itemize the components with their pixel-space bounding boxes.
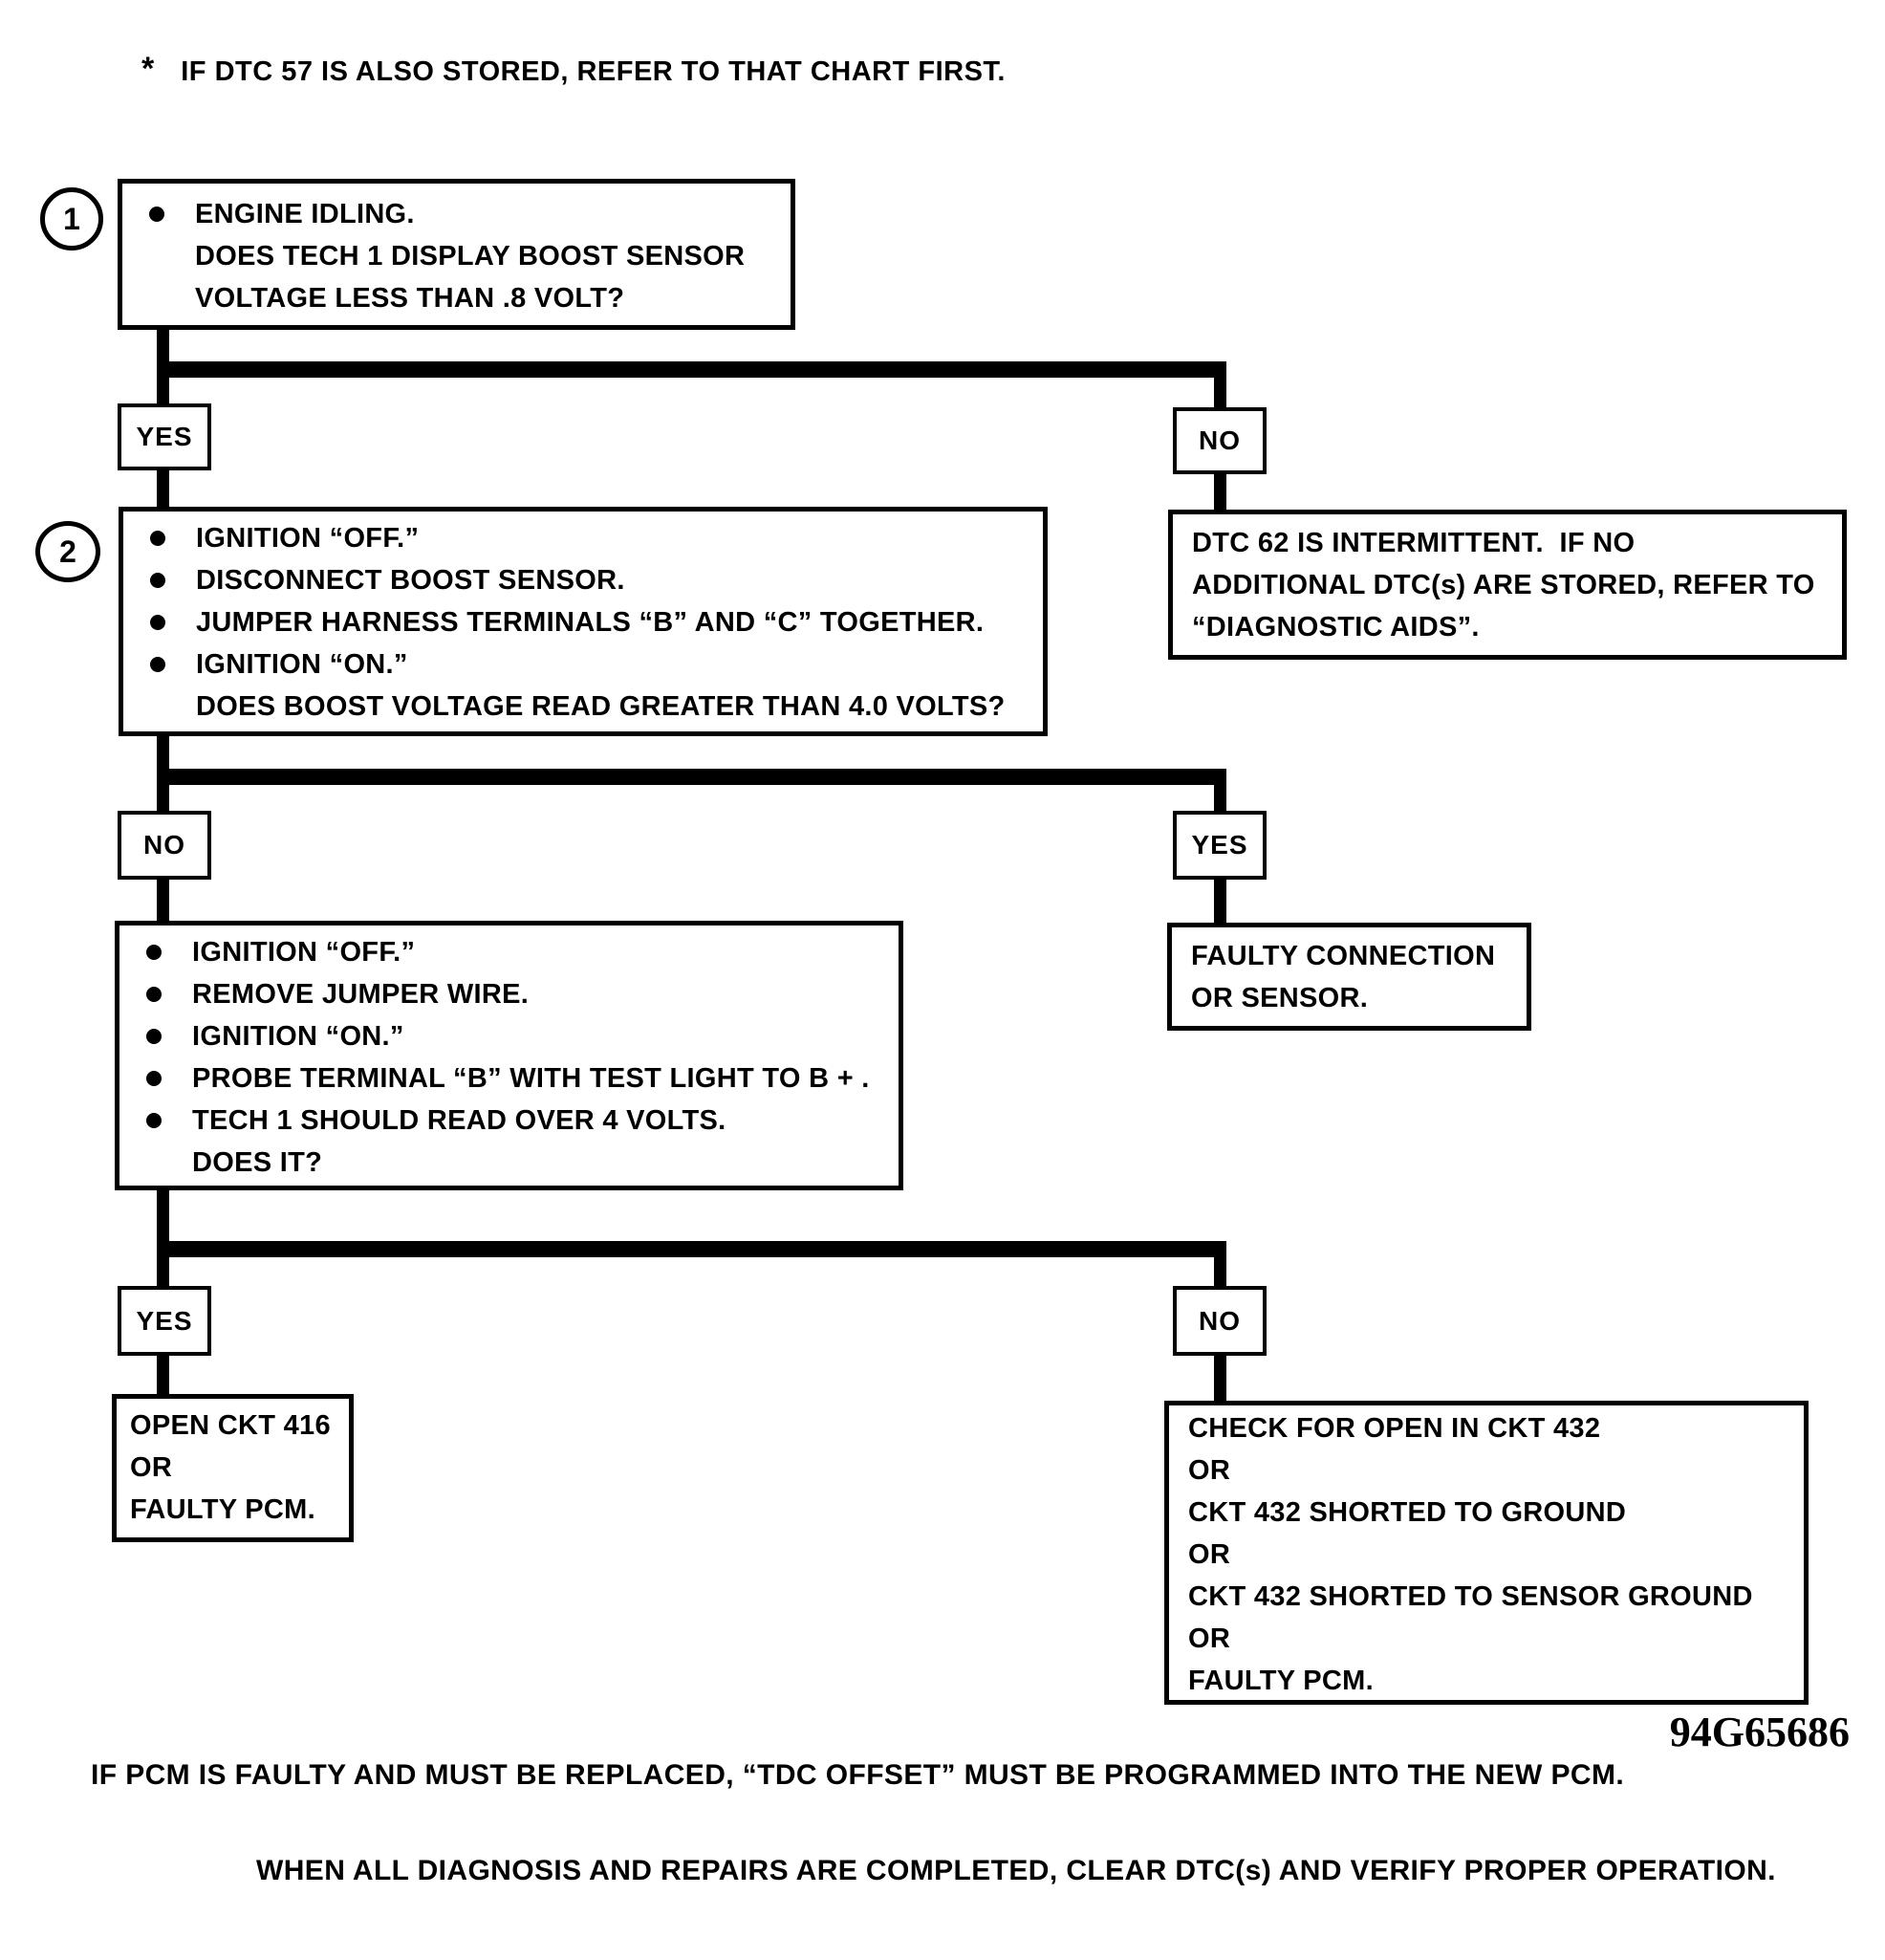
question-text: PROBE TERMINAL “B” WITH TEST LIGHT TO B … — [192, 1062, 870, 1094]
question-line: JUMPER HARNESS TERMINALS “B” AND “C” TOG… — [123, 601, 1043, 643]
connector-no2-down — [157, 880, 169, 923]
footnote-asterisk: * — [141, 51, 155, 87]
branch1-yes-label: YES — [118, 403, 211, 470]
answer-line: OR — [130, 1451, 173, 1483]
question-text: DISCONNECT BOOST SENSOR. — [196, 564, 625, 596]
question-box-jumper-test: IGNITION “OFF.” DISCONNECT BOOST SENSOR.… — [119, 507, 1048, 736]
connector-branch3-right-drop — [1214, 1257, 1226, 1286]
answer-line: FAULTY PCM. — [1188, 1665, 1374, 1696]
connector-branch1-bar — [157, 361, 1226, 378]
answer-box-open-ckt416: OPEN CKT 416 OR FAULTY PCM. — [112, 1394, 354, 1542]
question-line: DOES BOOST VOLTAGE READ GREATER THAN 4.0… — [123, 686, 1043, 728]
question-text: ENGINE IDLING. — [195, 198, 415, 229]
bullet-dot — [150, 615, 165, 630]
question-text: DOES IT? — [192, 1146, 323, 1178]
answer-line: OR SENSOR. — [1191, 982, 1369, 1013]
footnote-text: IF DTC 57 IS ALSO STORED, REFER TO THAT … — [181, 56, 1006, 87]
question-line: PROBE TERMINAL “B” WITH TEST LIGHT TO B … — [119, 1057, 899, 1100]
answer-box-dtc62-intermittent: DTC 62 IS INTERMITTENT. IF NO ADDITIONAL… — [1168, 510, 1847, 660]
connector-step3-stem — [157, 1190, 169, 1244]
answer-line: CHECK FOR OPEN IN CKT 432 — [1188, 1412, 1601, 1444]
bullet-dot — [146, 1113, 162, 1128]
answer-line: FAULTY CONNECTION — [1191, 940, 1496, 971]
connector-step2-stem — [157, 734, 169, 773]
bullet-dot — [146, 945, 162, 960]
question-text: IGNITION “OFF.” — [192, 936, 416, 968]
branch1-no-label: NO — [1173, 407, 1267, 474]
question-line: VOLTAGE LESS THAN .8 VOLT? — [122, 277, 791, 319]
question-line: REMOVE JUMPER WIRE. — [119, 973, 899, 1015]
connector-no1-down — [1214, 474, 1226, 512]
branch3-yes-label: YES — [118, 1286, 211, 1356]
question-text: REMOVE JUMPER WIRE. — [192, 978, 530, 1010]
question-box-engine-idling: ENGINE IDLING. DOES TECH 1 DISPLAY BOOST… — [118, 179, 795, 330]
step-circle-2: 2 — [35, 521, 100, 582]
answer-line: OR — [1188, 1538, 1231, 1570]
branch3-no-label: NO — [1173, 1286, 1267, 1356]
question-box-test-light: IGNITION “OFF.” REMOVE JUMPER WIRE. IGNI… — [115, 921, 903, 1190]
question-line: IGNITION “ON.” — [119, 1015, 899, 1057]
answer-line: OR — [1188, 1622, 1231, 1654]
connector-branch1-left-drop — [157, 378, 169, 405]
answer-line: CKT 432 SHORTED TO GROUND — [1188, 1496, 1627, 1528]
figure-number: 94G65686 — [1669, 1709, 1850, 1755]
connector-step1-stem — [157, 328, 169, 368]
footnote: * IF DTC 57 IS ALSO STORED, REFER TO THA… — [141, 53, 1006, 91]
bullet-dot — [146, 987, 162, 1002]
question-line: DISCONNECT BOOST SENSOR. — [123, 559, 1043, 601]
connector-branch1-right-drop — [1214, 378, 1226, 408]
connector-branch2-bar — [157, 769, 1226, 785]
answer-line: OPEN CKT 416 — [130, 1409, 331, 1441]
question-text: IGNITION “ON.” — [192, 1020, 404, 1052]
answer-line: ADDITIONAL DTC(s) ARE STORED, REFER TO — [1192, 569, 1815, 600]
connector-yes2-down — [1214, 880, 1226, 925]
question-line: IGNITION “OFF.” — [123, 517, 1043, 559]
connector-branch3-left-drop — [157, 1257, 169, 1286]
question-text: VOLTAGE LESS THAN .8 VOLT? — [195, 282, 625, 314]
bullet-dot — [149, 207, 164, 222]
answer-box-check-ckt432: CHECK FOR OPEN IN CKT 432 OR CKT 432 SHO… — [1164, 1401, 1809, 1705]
answer-line: DTC 62 IS INTERMITTENT. IF NO — [1192, 527, 1636, 558]
bullet-dot — [150, 573, 165, 588]
question-line: IGNITION “ON.” — [123, 643, 1043, 686]
question-text: DOES BOOST VOLTAGE READ GREATER THAN 4.0… — [196, 690, 1006, 722]
bullet-dot — [146, 1071, 162, 1086]
connector-yes3-down — [157, 1356, 169, 1396]
question-line: ENGINE IDLING. — [122, 193, 791, 235]
connector-branch3-bar — [157, 1241, 1226, 1257]
question-text: IGNITION “ON.” — [196, 648, 408, 680]
step-circle-1: 1 — [40, 187, 103, 250]
connector-yes1-down — [157, 470, 169, 509]
answer-line: OR — [1188, 1454, 1231, 1486]
answer-line: “DIAGNOSTIC AIDS”. — [1192, 611, 1480, 642]
answer-line: CKT 432 SHORTED TO SENSOR GROUND — [1188, 1580, 1753, 1612]
question-line: IGNITION “OFF.” — [119, 931, 899, 973]
question-line: TECH 1 SHOULD READ OVER 4 VOLTS. — [119, 1100, 899, 1142]
footer-note-clear-dtc: WHEN ALL DIAGNOSIS AND REPAIRS ARE COMPL… — [256, 1855, 1776, 1886]
branch2-yes-label: YES — [1173, 811, 1267, 880]
question-line: DOES IT? — [119, 1142, 899, 1184]
question-line: DOES TECH 1 DISPLAY BOOST SENSOR — [122, 235, 791, 277]
question-text: IGNITION “OFF.” — [196, 522, 420, 554]
branch2-no-label: NO — [118, 811, 211, 880]
bullet-dot — [146, 1029, 162, 1044]
connector-no3-down — [1214, 1356, 1226, 1403]
question-text: DOES TECH 1 DISPLAY BOOST SENSOR — [195, 240, 746, 272]
bullet-dot — [150, 531, 165, 546]
answer-line: FAULTY PCM. — [130, 1493, 315, 1525]
question-text: JUMPER HARNESS TERMINALS “B” AND “C” TOG… — [196, 606, 985, 638]
answer-box-faulty-connection: FAULTY CONNECTION OR SENSOR. — [1167, 923, 1531, 1031]
connector-branch2-right-drop — [1214, 785, 1226, 811]
connector-branch2-left-drop — [157, 785, 169, 811]
bullet-dot — [150, 657, 165, 672]
footer-note-pcm-replacement: IF PCM IS FAULTY AND MUST BE REPLACED, “… — [91, 1759, 1625, 1791]
question-text: TECH 1 SHOULD READ OVER 4 VOLTS. — [192, 1104, 726, 1136]
